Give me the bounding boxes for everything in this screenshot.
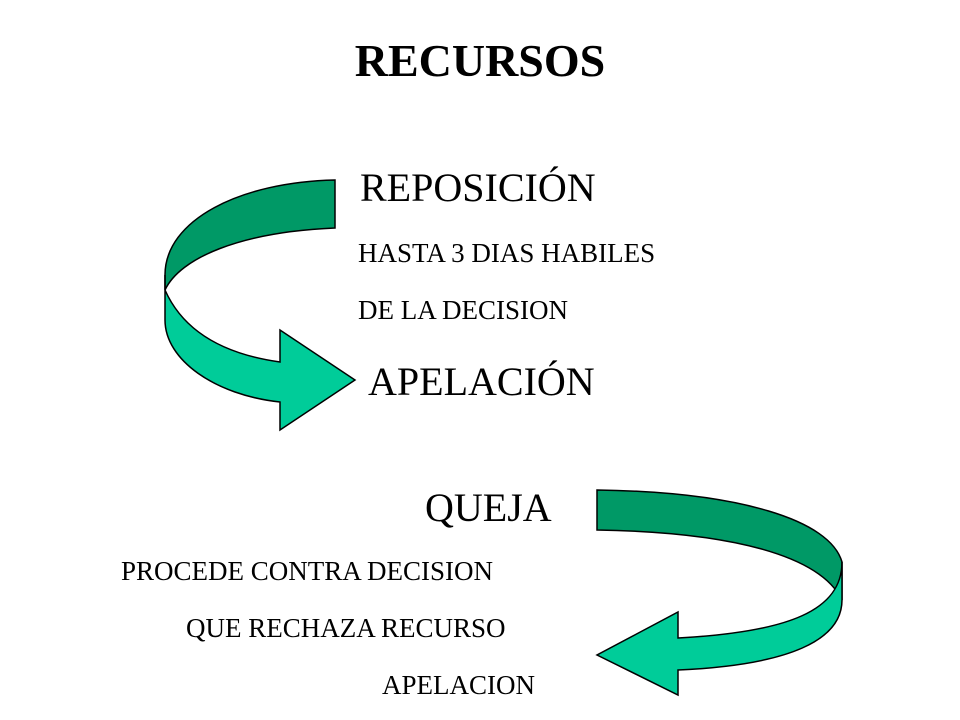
- reposicion-label: REPOSICIÓN: [360, 165, 596, 210]
- arrow-bottom-upper-band: [596, 489, 843, 601]
- reposicion-deadline-line2: DE LA DECISION: [358, 295, 568, 325]
- queja-label: QUEJA: [425, 485, 552, 530]
- reposicion-deadline-line1: HASTA 3 DIAS HABILES: [358, 238, 656, 268]
- arrow-top-upper-band: [164, 179, 336, 291]
- curved-arrow-queja: [595, 489, 843, 697]
- arrow-bottom-lower-band-head: [595, 561, 843, 697]
- curved-arrow-reposicion-to-apelacion: [164, 179, 357, 432]
- queja-description-line3: APELACION: [382, 670, 535, 700]
- arrow-top-lower-band-head: [164, 275, 357, 432]
- apelacion-label: APELACIÓN: [368, 359, 595, 404]
- page-title: RECURSOS: [354, 35, 606, 86]
- queja-description-line1: PROCEDE CONTRA DECISION: [121, 556, 494, 586]
- queja-description-line2: QUE RECHAZA RECURSO: [186, 613, 506, 643]
